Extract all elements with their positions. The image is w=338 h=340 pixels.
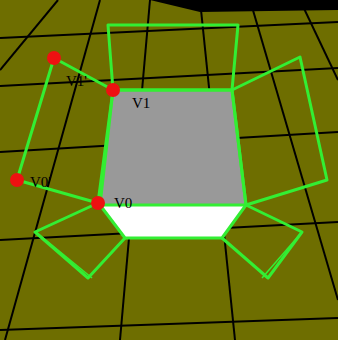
vertex-label: V0' (30, 175, 51, 190)
vertex-label: V0 (114, 196, 132, 211)
vertex-label: V1' (66, 74, 87, 89)
vertex-label: V1 (132, 96, 150, 111)
